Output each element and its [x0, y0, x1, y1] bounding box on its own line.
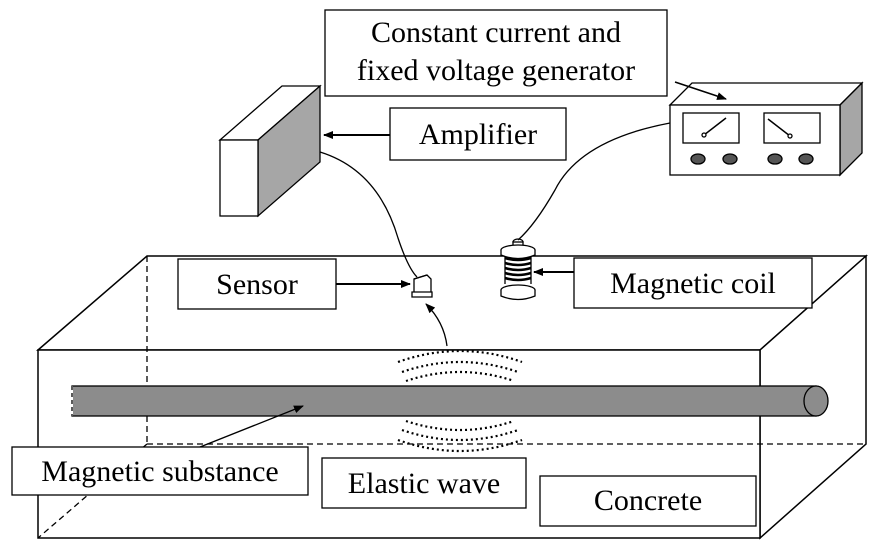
- sensor-label: Sensor: [216, 268, 298, 301]
- amplifier-label: Amplifier: [419, 118, 537, 151]
- coil-label-box: Magnetic coil: [573, 257, 813, 309]
- amplifier-device: [218, 84, 322, 218]
- generator-label-line1: Constant current and: [371, 16, 621, 49]
- generator-coil-cable: [517, 122, 671, 241]
- rebar-end: [803, 385, 829, 417]
- concrete-label: Concrete: [594, 484, 702, 517]
- amplifier-label-box: Amplifier: [389, 107, 567, 161]
- meter-left: [682, 112, 740, 144]
- meter-right: [763, 112, 821, 144]
- elastic-wave-label-box: Elastic wave: [321, 457, 527, 509]
- knob-1: [690, 153, 706, 165]
- sensor-label-box: Sensor: [177, 258, 337, 310]
- generator-pointer-arrow: [674, 81, 727, 100]
- magnetic-substance-label: Magnetic substance: [41, 455, 278, 488]
- concrete-label-box: Concrete: [539, 475, 757, 527]
- knob-3: [767, 153, 783, 165]
- knob-4: [798, 153, 814, 165]
- elastic-wave-arcs: [397, 349, 523, 453]
- magnetic-coil-label: Magnetic coil: [610, 267, 776, 300]
- sensor-device: [411, 274, 433, 298]
- rebar: [71, 385, 829, 417]
- wave-to-sensor-arrow: [425, 303, 448, 347]
- generator-label-box: Constant current and fixed voltage gener…: [324, 9, 668, 97]
- substance-pointer-arrow: [189, 405, 304, 452]
- substance-label-box: Magnetic substance: [11, 446, 309, 496]
- knob-2: [722, 153, 738, 165]
- generator-label-line2: fixed voltage generator: [357, 54, 635, 87]
- generator-device: [668, 81, 864, 177]
- magnetic-coil-device: [500, 238, 536, 301]
- elastic-wave-label: Elastic wave: [348, 467, 500, 500]
- amplifier-sensor-cable: [319, 151, 418, 278]
